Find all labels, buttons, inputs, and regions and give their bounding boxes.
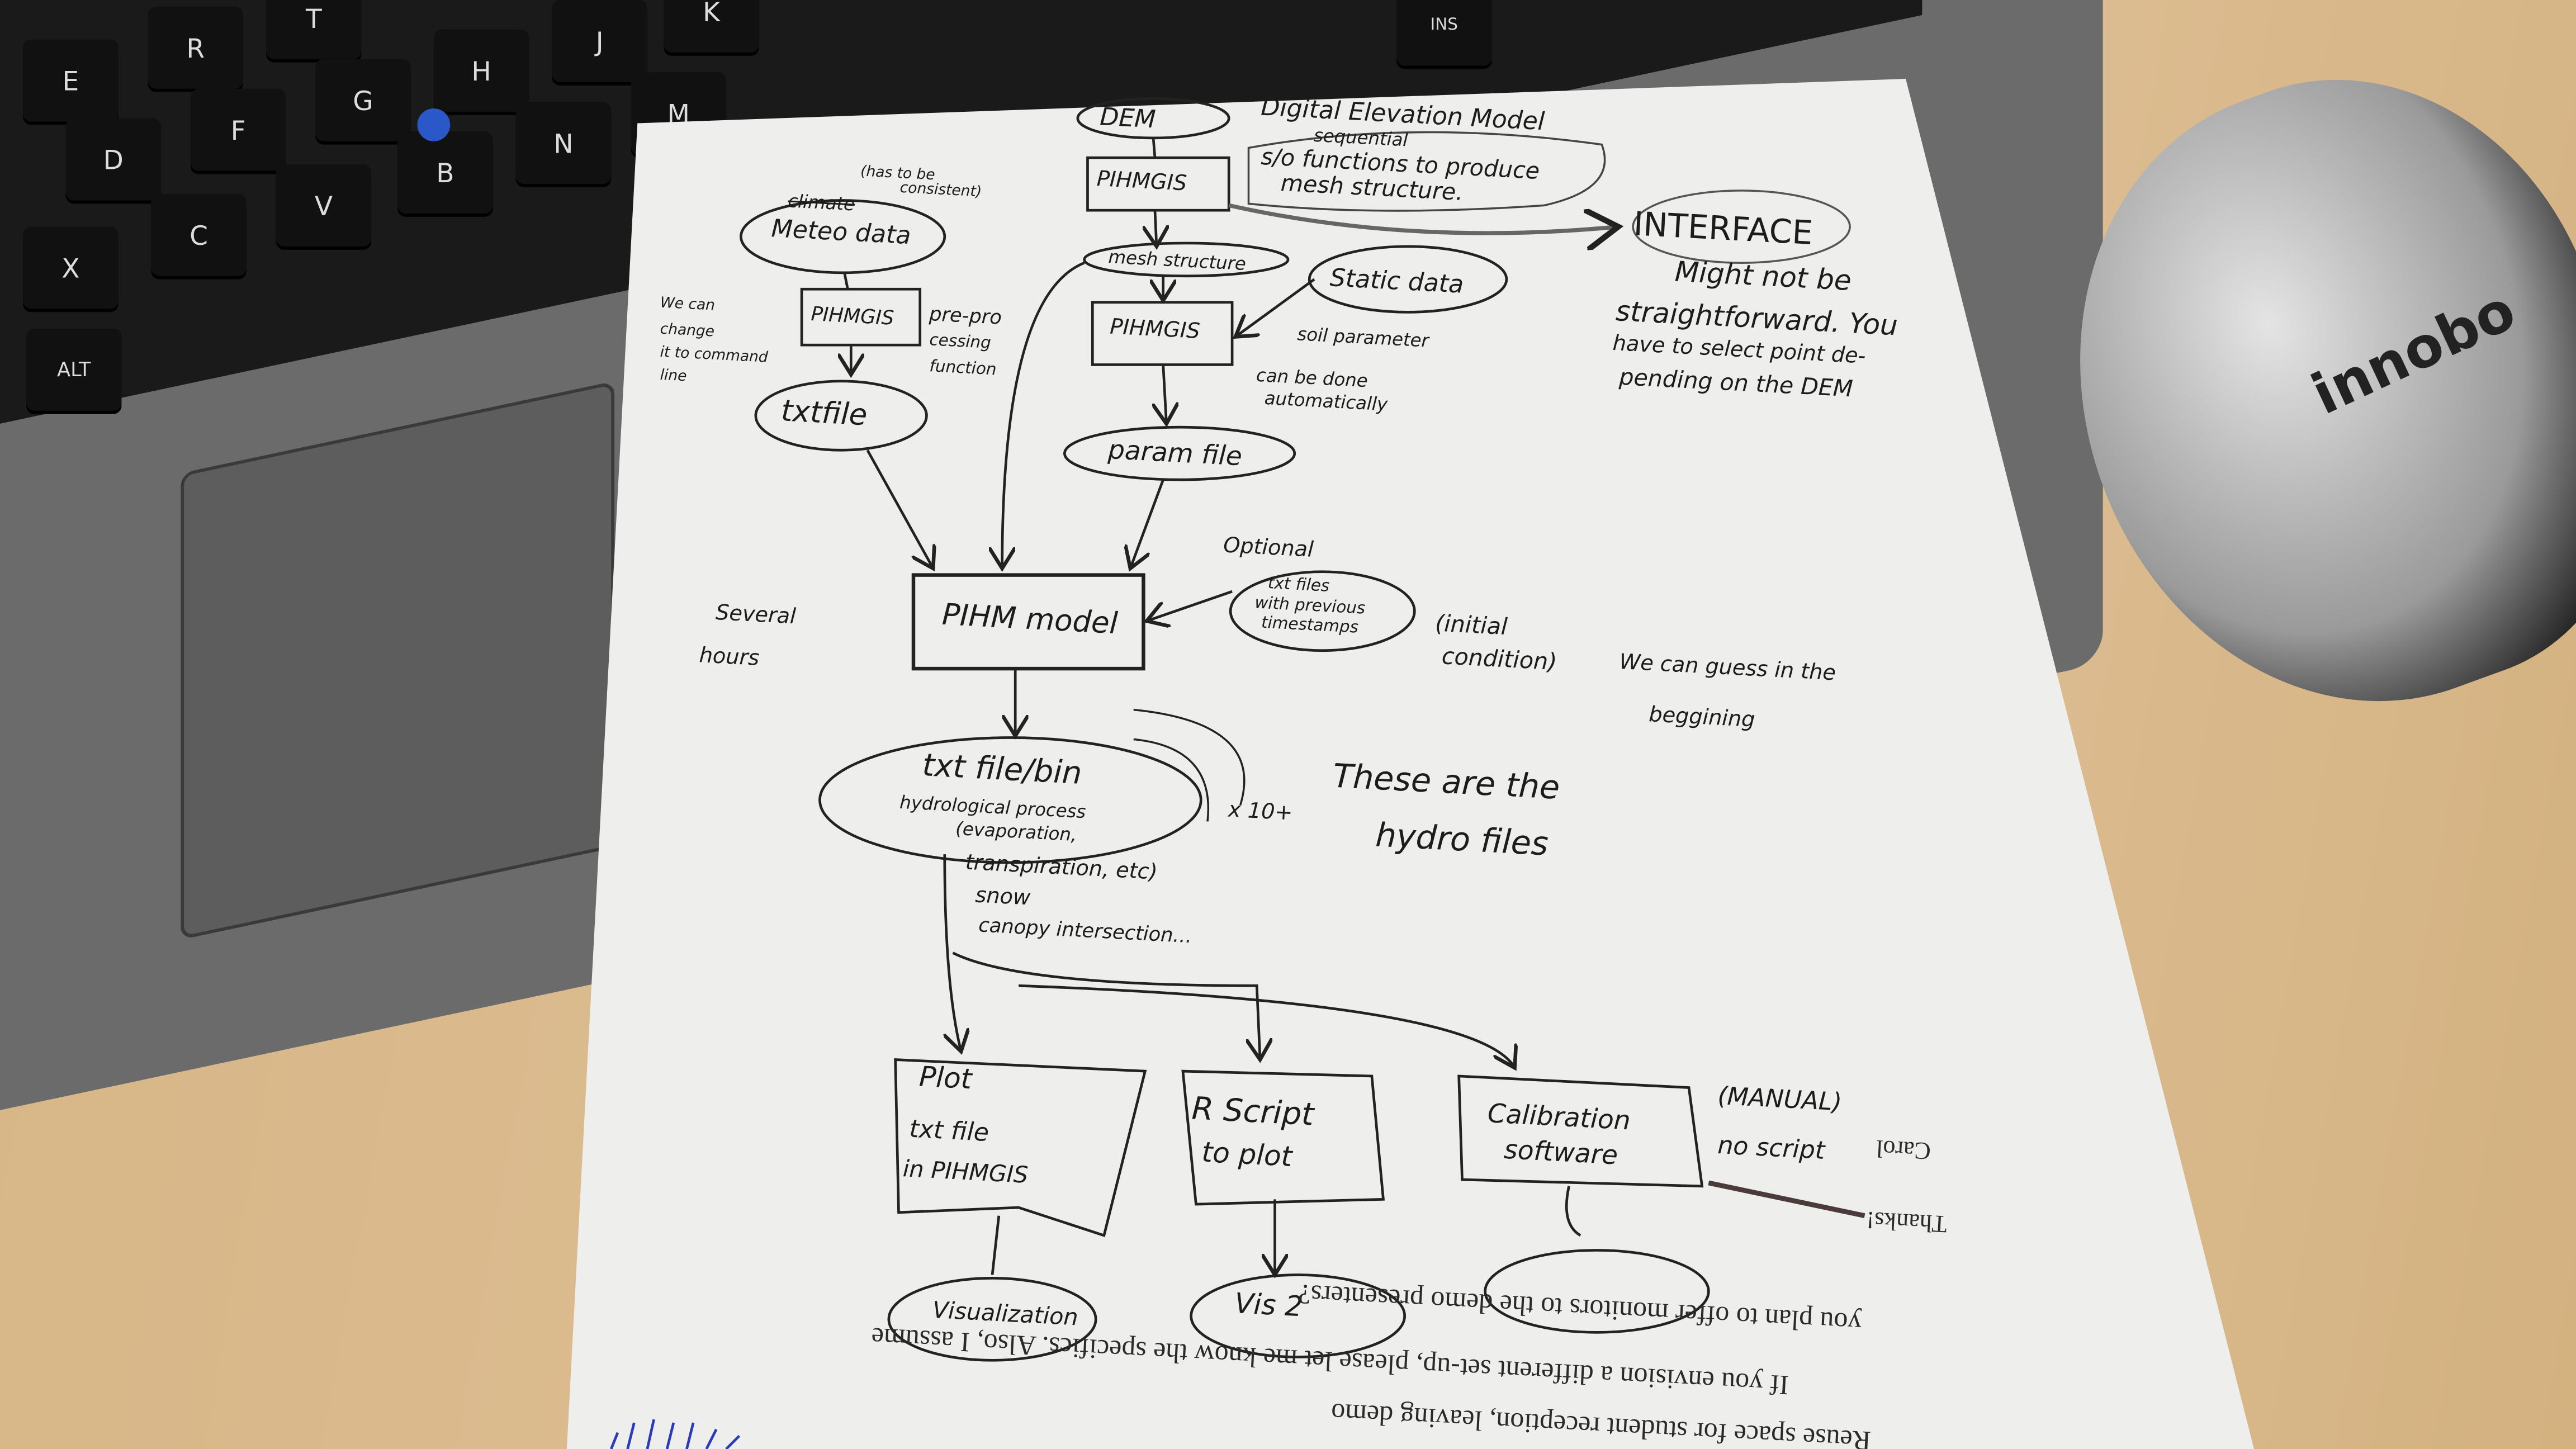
calibration-2: software <box>1503 1133 1619 1171</box>
preprocessing-2: cessing <box>929 332 992 353</box>
trackpoint <box>417 108 451 141</box>
key-x: X <box>23 226 119 309</box>
interface-ellipse <box>1632 190 1851 264</box>
climate-label: climate <box>787 190 856 216</box>
blue-scribble <box>610 1419 741 1449</box>
empty-ellipse <box>1484 1249 1710 1334</box>
key-e: E <box>23 39 119 122</box>
txtfile-ellipse <box>754 380 928 452</box>
key-h: H <box>433 29 529 112</box>
r-script-box <box>1181 1069 1385 1206</box>
vis2-label: Vis 2 <box>1233 1288 1304 1325</box>
pihmgis-box-1 <box>1086 156 1230 212</box>
key-g: G <box>315 59 411 141</box>
several-hours-1: Several <box>715 601 797 631</box>
pihm-model-box <box>911 573 1145 671</box>
calibration-box <box>1457 1074 1704 1188</box>
prev-files-1: txt files <box>1267 575 1330 596</box>
output-snow: snow <box>974 884 1031 912</box>
sequential-bubble <box>1247 131 1606 212</box>
pihmgis-box-2 <box>800 287 922 347</box>
key-j: J <box>552 0 647 82</box>
printed-carol: Carol <box>1875 1134 1932 1163</box>
r-script-2: to plot <box>1201 1137 1293 1175</box>
command-note-1: We can <box>659 295 716 315</box>
pihmgis-box-3 <box>1091 301 1234 366</box>
plot-box <box>894 1058 1147 1237</box>
key-n: N <box>515 102 612 184</box>
pihmgis-2-label: PIHMGIS <box>810 302 895 330</box>
key-c: C <box>151 193 247 276</box>
preprocessing-3: function <box>929 358 997 380</box>
prev-files-ellipse <box>1229 570 1416 652</box>
key-r: R <box>148 6 243 89</box>
vis2-ellipse <box>1190 1273 1407 1358</box>
multiplier-label: x 10+ <box>1227 798 1294 827</box>
r-script-1: R Script <box>1191 1091 1315 1134</box>
printed-thanks: Thanks! <box>1865 1205 1948 1236</box>
visualization-ellipse <box>887 1277 1097 1362</box>
plot-box-2: txt file <box>908 1114 990 1148</box>
manual-note-2: no script <box>1717 1130 1826 1166</box>
command-note-2: change <box>659 322 715 342</box>
pihmgis-1-label: PIHMGIS <box>1096 167 1188 197</box>
interface-arrow <box>1228 203 1618 233</box>
key-ins: INS <box>1396 0 1492 66</box>
key-d: D <box>65 118 162 201</box>
optional-label: Optional <box>1223 534 1314 564</box>
txtfile-label: txtfile <box>780 394 868 434</box>
pihmgis-3-label: PIHMGIS <box>1109 315 1201 345</box>
key-v: V <box>276 164 372 247</box>
key-alt: ALT <box>26 328 122 411</box>
meteo-data-ellipse <box>740 199 946 274</box>
dem-label: DEM <box>1099 102 1157 135</box>
static-data-ellipse <box>1308 245 1508 314</box>
param-file-ellipse <box>1063 425 1296 481</box>
preprocessing-1: pre-pro <box>929 302 1002 329</box>
key-k: K <box>664 0 759 53</box>
initial-condition-1: (initial <box>1434 611 1508 641</box>
key-f: F <box>190 88 286 171</box>
key-b: B <box>397 131 493 214</box>
command-note-4: line <box>659 368 688 386</box>
mesh-structure-ellipse <box>1083 242 1290 278</box>
several-hours-2: hours <box>698 644 760 672</box>
output-file-ellipse <box>818 736 1202 864</box>
plot-box-1: Plot <box>918 1061 973 1097</box>
key-t: T <box>266 0 362 59</box>
